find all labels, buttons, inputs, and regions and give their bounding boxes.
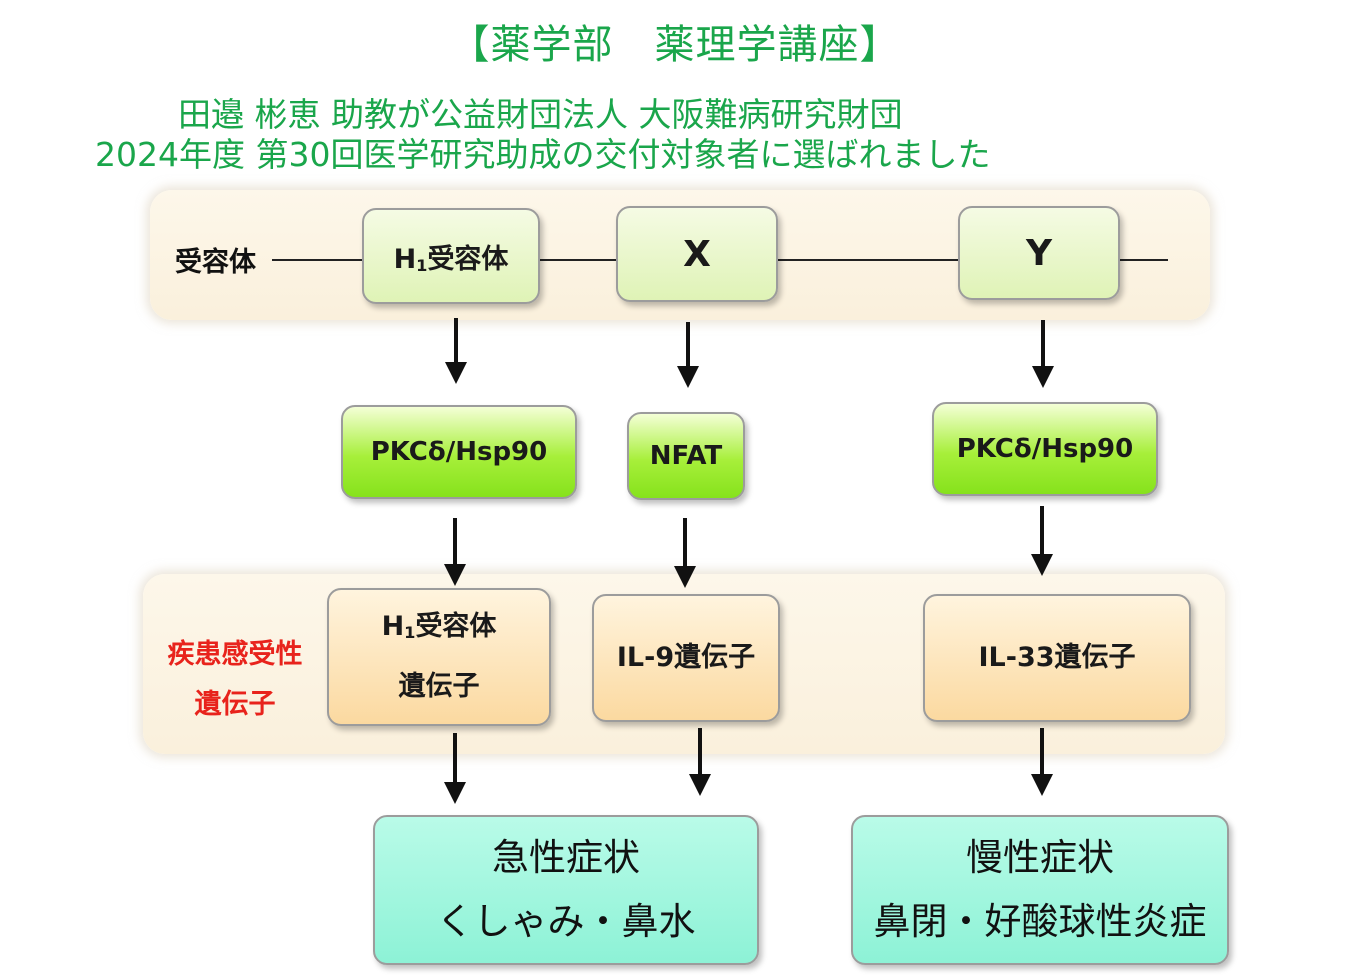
arrow-il33-to-chronic-head bbox=[1031, 774, 1053, 796]
nfat-box: NFAT bbox=[627, 412, 745, 500]
announcement-line-1: 田邉 彬恵 助教が公益財団法人 大阪難病研究財団 bbox=[178, 95, 903, 134]
gene-row-label-line-2: 遺伝子 bbox=[194, 689, 276, 720]
h1-gene-subscript: 1 bbox=[404, 623, 416, 643]
arrow-pkc-to-il33-head bbox=[1031, 554, 1053, 576]
h1-gene-h: H bbox=[381, 610, 405, 642]
chronic-symptoms-title: 慢性症状 bbox=[966, 836, 1114, 879]
chronic-symptoms-box: 慢性症状 鼻閉・好酸球性炎症 bbox=[851, 815, 1229, 965]
receptor-row-label: 受容体 bbox=[175, 247, 256, 278]
arrow-nfat-to-il9-head bbox=[674, 566, 696, 588]
y-receptor-box: Y bbox=[958, 206, 1120, 300]
h1-receptor-subscript: 1 bbox=[416, 255, 428, 275]
arrow-h1gene-to-acute-head bbox=[444, 782, 466, 804]
receptor-line-3 bbox=[778, 259, 958, 261]
h1-receptor-h: H bbox=[393, 243, 417, 275]
receptor-line-2 bbox=[540, 259, 616, 261]
arrow-pkc-to-h1gene-head bbox=[444, 564, 466, 586]
acute-symptoms-detail: くしゃみ・鼻水 bbox=[436, 900, 696, 943]
receptor-line-4 bbox=[1120, 259, 1168, 261]
il33-gene-box: IL-33遺伝子 bbox=[923, 594, 1191, 722]
gene-row-label: 疾患感受性 遺伝子 bbox=[165, 630, 305, 730]
acute-symptoms-title: 急性症状 bbox=[492, 836, 640, 879]
h1-gene-text: 受容体 bbox=[415, 610, 497, 642]
acute-symptoms-box: 急性症状 くしゃみ・鼻水 bbox=[373, 815, 759, 965]
arrow-x-to-nfat-head bbox=[677, 366, 699, 388]
page-title: 【薬学部 薬理学講座】 bbox=[449, 22, 901, 68]
arrow-il9-to-acute-head bbox=[689, 774, 711, 796]
pkc-hsp90-left-box: PKCδ/Hsp90 bbox=[341, 405, 577, 499]
receptor-line-1 bbox=[272, 259, 362, 261]
h1-receptor-text: 受容体 bbox=[427, 243, 509, 275]
pkc-hsp90-right-box: PKCδ/Hsp90 bbox=[932, 402, 1158, 496]
arrow-h1-to-pkc-head bbox=[445, 362, 467, 384]
h1-receptor-gene-box: H1受容体 遺伝子 bbox=[327, 588, 551, 726]
h1-gene-line-2: 遺伝子 bbox=[398, 671, 480, 703]
x-receptor-box: X bbox=[616, 206, 778, 302]
announcement-line-2: 2024年度 第30回医学研究助成の交付対象者に選ばれました bbox=[95, 135, 991, 174]
il9-gene-box: IL-9遺伝子 bbox=[592, 594, 780, 722]
gene-row-label-line-1: 疾患感受性 bbox=[167, 639, 303, 670]
arrow-y-to-pkc-head bbox=[1032, 366, 1054, 388]
chronic-symptoms-detail: 鼻閉・好酸球性炎症 bbox=[873, 900, 1207, 943]
h1-receptor-box: H1受容体 bbox=[362, 208, 540, 304]
